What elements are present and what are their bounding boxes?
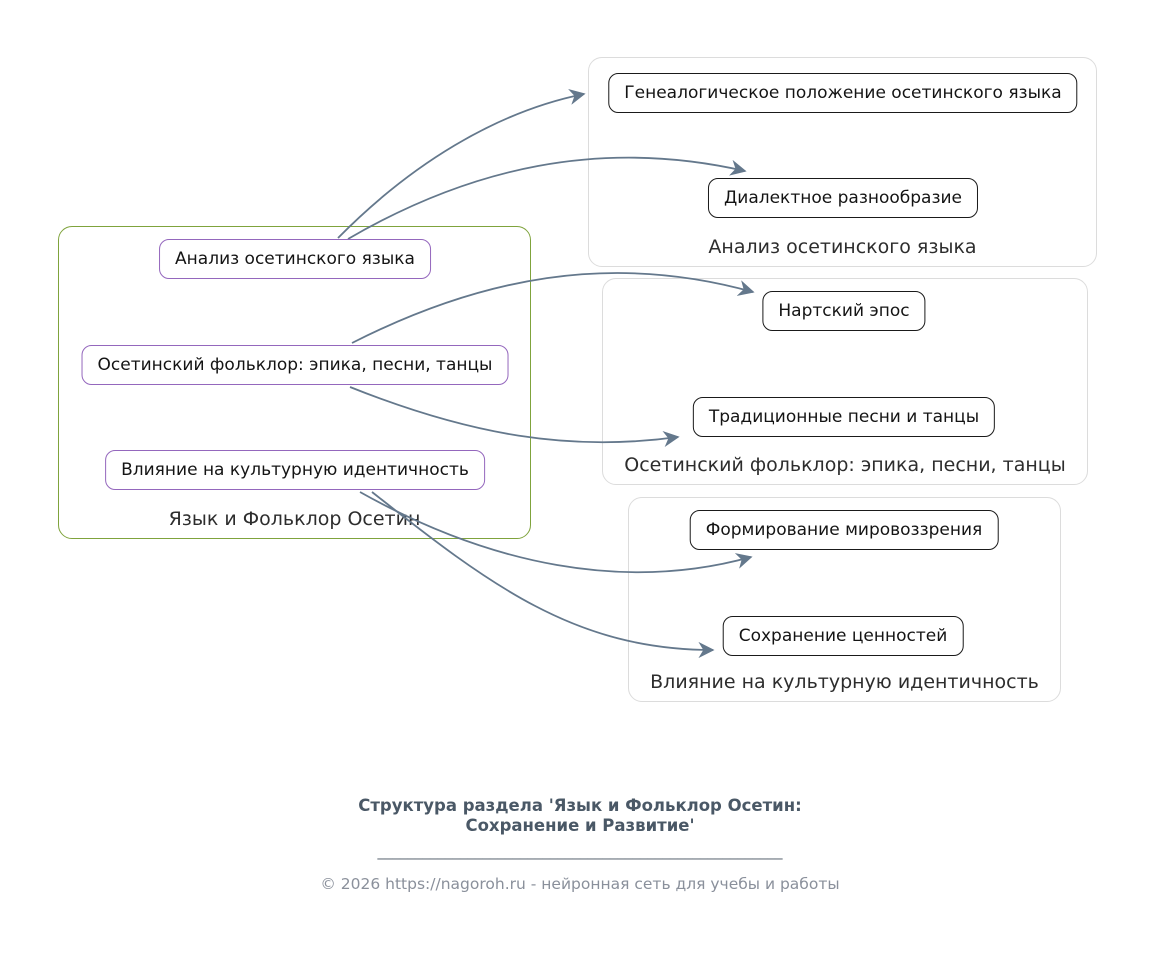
node-traditional-songs-dances: Традиционные песни и танцы [692,397,996,437]
node-language-analysis: Анализ осетинского языка [159,239,431,279]
caption-title-line2: Сохранение и Развитие' [465,816,695,836]
node-genealogical-position: Генеалогическое положение осетинского яз… [608,73,1078,113]
node-dialect-diversity: Диалектное разнообразие [707,178,979,218]
group-label-cultural-identity: Влияние на культурную идентичность [650,671,1039,693]
caption-block: Структура раздела 'Язык и Фольклор Осети… [0,796,1160,893]
group-label-language-and-folklore: Язык и Фольклор Осетин [168,508,421,530]
caption-footer: © 2026 https://nagoroh.ru - нейронная се… [320,875,840,894]
caption-divider: ________________________________________… [377,842,783,861]
node-values-preservation: Сохранение ценностей [722,616,964,656]
node-folklore: Осетинский фольклор: эпика, песни, танцы [81,345,509,385]
node-nart-epic: Нартский эпос [762,291,926,331]
group-label-folklore: Осетинский фольклор: эпика, песни, танцы [624,454,1066,476]
group-label-language-analysis: Анализ осетинского языка [708,236,977,258]
caption-title-line1: Структура раздела 'Язык и Фольклор Осети… [358,796,802,815]
node-cultural-identity: Влияние на культурную идентичность [105,450,485,490]
arrow-analysis-to-genealogy [337,88,586,239]
node-worldview-formation: Формирование мировоззрения [689,510,999,550]
